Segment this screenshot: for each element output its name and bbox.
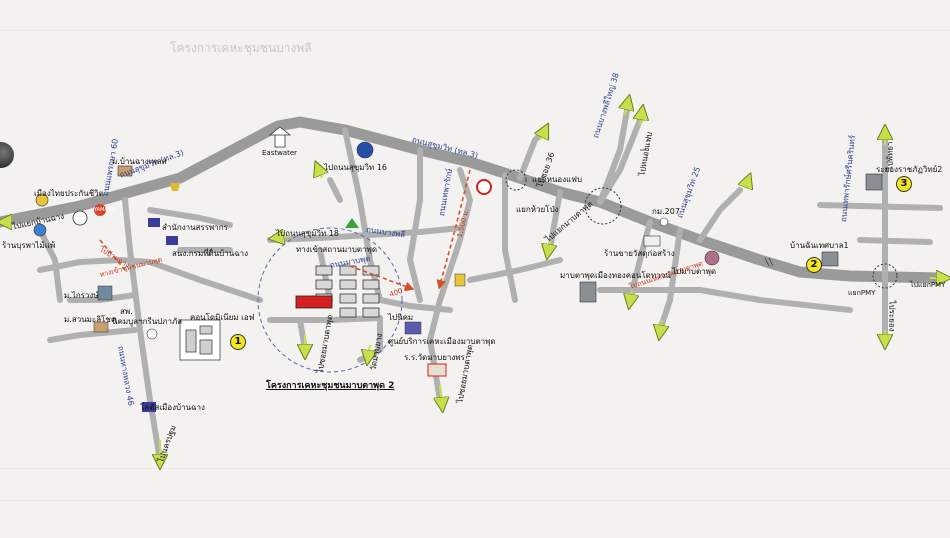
label-amphoe: สนง.กรมที่ดินบ้านฉาง — [172, 249, 249, 258]
label-eastwater: Eastwater — [262, 149, 298, 157]
project-site-red — [295, 295, 333, 309]
road-break-marks — [207, 149, 774, 267]
label-municipal: ศูนย์บริการเคหะเมืองมาบตาพุด — [388, 337, 496, 346]
municipal-mabta-icon — [704, 250, 720, 266]
label-park: ทางเข้าสถานมาบตาพุด — [296, 245, 378, 254]
mabta-building-icon — [579, 281, 597, 303]
label-dhurakij: เมืองไทยประกันชีวิต — [34, 189, 104, 198]
label-to-rayong: ไปพัทยา — [885, 141, 895, 171]
fuel-icon — [454, 273, 466, 287]
amphoe-icon — [166, 236, 178, 245]
label-banyan: บ้านฉันเทศบาล1 — [790, 241, 849, 250]
marker-1[interactable]: 1 — [230, 334, 246, 350]
label-yaek-huaipong: แยกห้วยโป่ง — [516, 205, 559, 214]
label-ratchada-shop: ร้านขายวัสดุก่อสร้าง — [604, 249, 675, 258]
eastwater-icon — [268, 126, 292, 148]
municipal-icon — [404, 321, 422, 335]
label-yamaha: YAMAHA — [94, 207, 116, 213]
direction-arrows — [4, 102, 944, 462]
trophy-icon — [170, 183, 180, 191]
condo-compound — [179, 319, 221, 361]
rayong-tech-icon — [865, 173, 883, 191]
secondary-roads — [37, 102, 943, 463]
background-faded-text — [0, 30, 950, 501]
hardware-shop-icon — [643, 235, 661, 247]
label-rayong-tech: ระยองราชภัฏวิทย์2 — [876, 165, 943, 174]
label-to-sukhumvit18: ไปถนนสุขุมวิท 18 — [276, 229, 339, 238]
label-kondo: คอนโดมิเนียม เอฟ — [190, 313, 255, 322]
school-icon — [427, 363, 447, 377]
label-to-pmy: ไปแยกPMY — [910, 281, 946, 289]
ratchaburi-icon — [33, 223, 47, 237]
roundabout-huaipong — [505, 169, 527, 191]
ban-chang-house-icon — [117, 165, 133, 177]
project-title: โครงการเคหะชุมชนมาบตาพุด 2 — [266, 381, 395, 391]
route-lines — [99, 169, 471, 291]
partial-circle-decoration — [0, 142, 14, 168]
label-ratchaburi: ร้านบุรพาไม้แพ้ — [2, 241, 56, 250]
project-blocks — [295, 265, 380, 318]
label-km207: กม.207 — [652, 207, 680, 216]
project-radius-circle — [257, 227, 403, 373]
faded-header-text: โครงการเคหะชุมชนบางพลี — [170, 41, 312, 55]
label-yaek-pmy: แยกPMY — [848, 289, 876, 297]
label-boonsri: นิคมบูลฯกรีนปภาภัส — [112, 317, 183, 326]
suanmali-icon — [93, 321, 109, 333]
label-m-kairung: ม.ไกรวงษ์ — [64, 291, 99, 300]
roundabout-pmy — [872, 263, 898, 289]
label-sono: สพ. — [120, 307, 133, 316]
label-to-nikom: ไปนิคม — [388, 313, 414, 322]
shell-icon — [72, 210, 88, 226]
label-to-phanat: ไประยอง — [887, 300, 897, 332]
label-school: ร.ร.วัดมาบยางพร — [404, 353, 465, 362]
label-mabta-bldg: มาบตาพุดเมืองทองคอนโดทาวน์ — [560, 271, 671, 280]
label-m-suanmali: ม.สวนมะลิโชค — [64, 315, 117, 324]
km207-icon — [659, 217, 669, 227]
pttep-icon — [148, 218, 160, 227]
label-ban-chang: ม.บ้านฉางเพลส — [112, 157, 167, 166]
label-municipal-mabta: ไปมาบตาพุด — [672, 267, 717, 276]
label-lotus: โลตัสเมืองบ้านฉาง — [140, 403, 205, 412]
yamaha-icon — [94, 204, 106, 216]
lotus-icon — [142, 402, 156, 412]
park-tree-icon — [345, 218, 359, 228]
roundabouts — [505, 169, 898, 289]
boonsri-icon — [146, 328, 158, 340]
marker-2[interactable]: 2 — [806, 257, 822, 273]
label-yaek-nongfap: แยกหนองแฟบ — [532, 175, 583, 184]
label-pttep: สำนักงานสรรพากร — [162, 223, 228, 232]
kairung-icon — [97, 285, 113, 301]
landmark-icons — [33, 126, 883, 412]
dhurakij-icon — [35, 193, 49, 207]
roundabout-nongfap — [584, 187, 622, 225]
banyan-icon — [821, 251, 839, 267]
marker-3[interactable]: 3 — [896, 176, 912, 192]
esso-icon — [476, 179, 492, 195]
ptt-icon — [356, 141, 374, 159]
label-to-sukhumvit16: ไปถนนสุขุมวิท 16 — [324, 163, 387, 172]
